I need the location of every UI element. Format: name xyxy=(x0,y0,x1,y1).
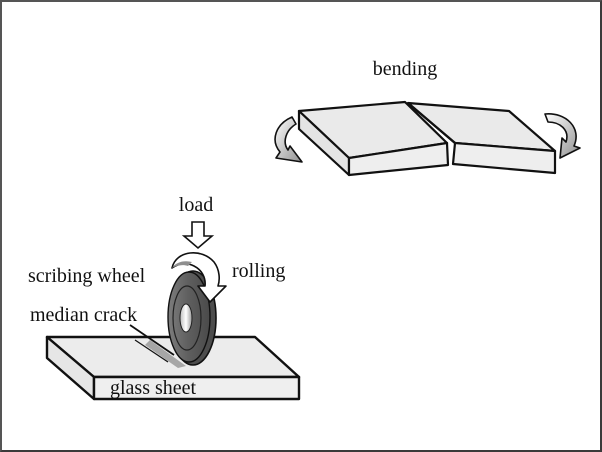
rolling-arrow-icon xyxy=(171,252,227,303)
rolling-label: rolling xyxy=(232,260,285,282)
bend-right-arrow-icon xyxy=(544,113,581,159)
bending-plates xyxy=(297,100,557,177)
right-glass-plate xyxy=(406,101,557,175)
median-crack-label: median crack xyxy=(30,304,137,326)
glass-sheet-label: glass sheet xyxy=(110,377,197,399)
left-glass-plate xyxy=(297,100,450,177)
load-arrow-icon xyxy=(181,221,215,250)
bend-left-arrow-icon xyxy=(274,116,303,163)
scribing-wheel-label: scribing wheel xyxy=(28,265,146,287)
bending-label: bending xyxy=(373,58,437,80)
load-label: load xyxy=(179,194,213,216)
median-crack xyxy=(129,324,186,368)
